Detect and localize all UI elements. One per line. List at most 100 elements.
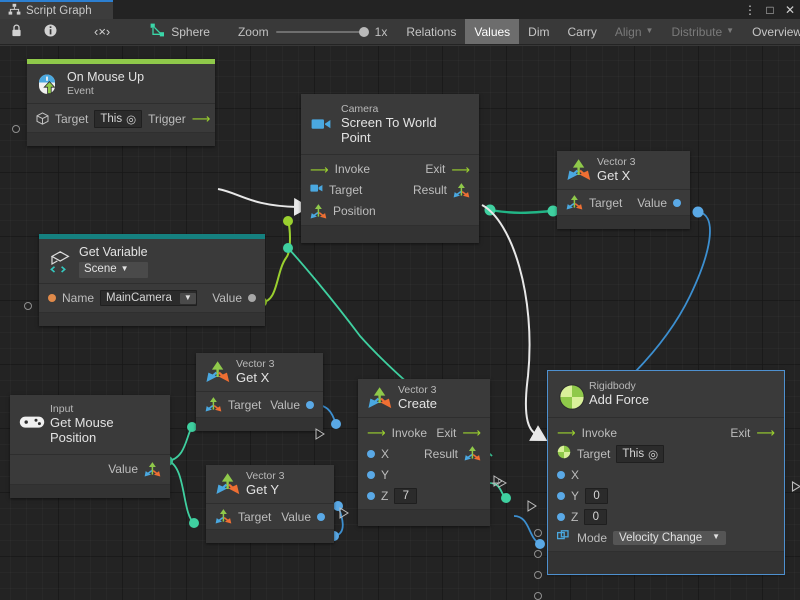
force-mode-dropdown[interactable]: Velocity Change ▼ — [613, 530, 727, 545]
node-input-port-mode[interactable] — [534, 592, 542, 600]
control-input-arrow-icon[interactable]: ⟶ — [367, 425, 386, 440]
values-button[interactable]: Values — [465, 19, 520, 44]
variable-name-value: MainCamera — [106, 292, 172, 305]
port-label-result: Result — [423, 446, 458, 461]
variable-name-dropdown[interactable]: ▼ — [179, 292, 196, 304]
node-header: Vector 3 Get X — [196, 353, 323, 392]
node-vector3-get-x-mid[interactable]: Vector 3 Get X Target — [196, 353, 323, 431]
vector3-port-icon[interactable] — [144, 462, 161, 477]
port-row-target: Target Value — [206, 506, 334, 527]
node-footer — [206, 529, 334, 543]
variable-kind-dropdown[interactable]: Scene ▼ — [79, 262, 148, 278]
target-picker-icon[interactable]: ◎ — [126, 113, 137, 126]
float-input-dot[interactable] — [557, 470, 565, 479]
node-body: Name MainCamera ▼ Value — [39, 283, 265, 312]
carry-button[interactable]: Carry — [567, 24, 597, 39]
float-input-dot[interactable] — [557, 512, 565, 521]
node-vector3-get-y-mid[interactable]: Vector 3 Get Y Target — [206, 465, 334, 543]
node-footer — [358, 509, 490, 526]
node-titles: Vector 3 Get X — [597, 156, 636, 184]
node-footer — [10, 483, 170, 498]
node-input-port-x[interactable] — [534, 529, 542, 537]
node-rigidbody-add-force[interactable]: Rigidbody Add Force ⟶ Invoke Exit ⟶ — [534, 370, 800, 600]
port-label-trigger: Trigger — [148, 111, 186, 126]
zoom-slider[interactable] — [275, 26, 369, 37]
more-options-icon[interactable]: ⋮ — [744, 2, 756, 17]
float-output-dot[interactable] — [306, 400, 314, 409]
zoom-control[interactable]: Zoom 1x — [222, 19, 397, 44]
camera-port-icon[interactable] — [310, 183, 323, 197]
node-vector3-create[interactable]: Vector 3 Create ⟶ Invoke Exit ⟶ — [358, 379, 490, 526]
control-output-arrow-icon[interactable]: ⟶ — [756, 425, 775, 440]
z-value-field[interactable]: 0 — [584, 508, 608, 525]
target-self-field[interactable]: This ◎ — [94, 109, 143, 128]
zoom-slider-handle[interactable] — [358, 26, 369, 37]
align-button[interactable]: Align ▼ — [606, 19, 663, 44]
node-input-port-z[interactable] — [534, 571, 542, 579]
distribute-button[interactable]: Distribute ▼ — [662, 19, 743, 44]
control-output-arrow-icon[interactable]: ⟶ — [191, 111, 211, 127]
force-mode-value: Velocity Change — [619, 531, 703, 544]
node-input-get-mouse-position[interactable]: Input Get Mouse Position Value — [10, 395, 170, 498]
float-output-dot[interactable] — [317, 512, 325, 521]
window-titlebar: Script Graph ⋮ □ ✕ — [0, 0, 800, 19]
port-row-target: Target This ◎ — [548, 443, 784, 464]
enum-port-icon[interactable] — [556, 529, 571, 546]
node-vector3-get-x-top[interactable]: Vector 3 Get X Target — [557, 151, 690, 229]
target-value: This — [622, 447, 645, 460]
z-value-field[interactable]: 7 — [394, 487, 418, 504]
node-footer — [27, 132, 215, 147]
control-input-arrow-icon[interactable]: ⟶ — [557, 425, 576, 440]
node-footer — [557, 215, 690, 229]
vector3-port-icon[interactable] — [215, 509, 232, 524]
node-body: Target This ◎ Trigger ⟶ — [27, 104, 215, 133]
chevron-down-icon: ▼ — [645, 26, 654, 35]
float-input-dot[interactable] — [367, 449, 375, 458]
port-label-target: Target — [238, 509, 272, 524]
float-input-dot[interactable] — [367, 491, 375, 500]
relations-button[interactable]: Relations — [406, 24, 457, 39]
node-on-mouse-up[interactable]: On Mouse Up Event Target — [12, 59, 215, 147]
node-title: Add Force — [589, 392, 649, 408]
y-value-field[interactable]: 0 — [585, 487, 609, 504]
control-input-arrow-icon[interactable]: ⟶ — [310, 161, 329, 177]
value-output-dot[interactable] — [248, 294, 256, 303]
graph-canvas[interactable]: On Mouse Up Event Target — [0, 46, 800, 600]
node-input-port[interactable] — [24, 302, 32, 310]
chevron-down-icon: ▼ — [120, 264, 129, 274]
node-input-port[interactable] — [12, 125, 20, 133]
rigidbody-port-icon[interactable] — [557, 445, 571, 462]
node-input-port-y[interactable] — [534, 550, 542, 558]
vector3-port-icon[interactable] — [566, 195, 583, 210]
lock-button[interactable] — [0, 19, 33, 44]
node-output-port-exit[interactable] — [791, 481, 800, 492]
port-row-target: Target Value — [557, 192, 690, 213]
variable-name-field[interactable]: MainCamera ▼ — [100, 290, 197, 307]
node-camera-screen-to-world-point[interactable]: Camera Screen To World Point ⟶ Invoke Ex… — [301, 94, 479, 243]
code-view-button[interactable]: ‹×› — [68, 19, 136, 44]
string-port-dot[interactable] — [48, 294, 56, 303]
info-button[interactable] — [33, 19, 68, 44]
node-get-variable[interactable]: Get Variable Scene ▼ Name MainCamera — [24, 234, 265, 326]
vector3-port-icon[interactable] — [453, 183, 470, 198]
vector3-port-icon[interactable] — [464, 446, 481, 461]
node-subtitle: Vector 3 — [236, 358, 275, 370]
control-output-arrow-icon[interactable]: ⟶ — [451, 161, 470, 177]
overview-button[interactable]: Overview — [752, 24, 800, 39]
control-output-arrow-icon[interactable]: ⟶ — [462, 425, 481, 440]
port-row-value: Value — [10, 459, 170, 480]
breadcrumb[interactable]: Sphere — [136, 19, 222, 44]
close-icon[interactable]: ✕ — [784, 2, 796, 17]
vector3-port-icon[interactable] — [205, 397, 222, 412]
node-body: Target Value — [196, 392, 323, 417]
node-header: Vector 3 Get Y — [206, 465, 334, 504]
float-output-dot[interactable] — [673, 198, 681, 207]
tab-script-graph[interactable]: Script Graph — [0, 0, 113, 19]
float-input-dot[interactable] — [557, 491, 565, 500]
dim-button[interactable]: Dim — [528, 24, 550, 39]
float-input-dot[interactable] — [367, 470, 375, 479]
vector3-port-icon[interactable] — [310, 204, 327, 219]
target-picker-icon[interactable]: ◎ — [648, 448, 659, 461]
target-self-field[interactable]: This ◎ — [616, 444, 665, 463]
maximize-icon[interactable]: □ — [766, 2, 774, 17]
